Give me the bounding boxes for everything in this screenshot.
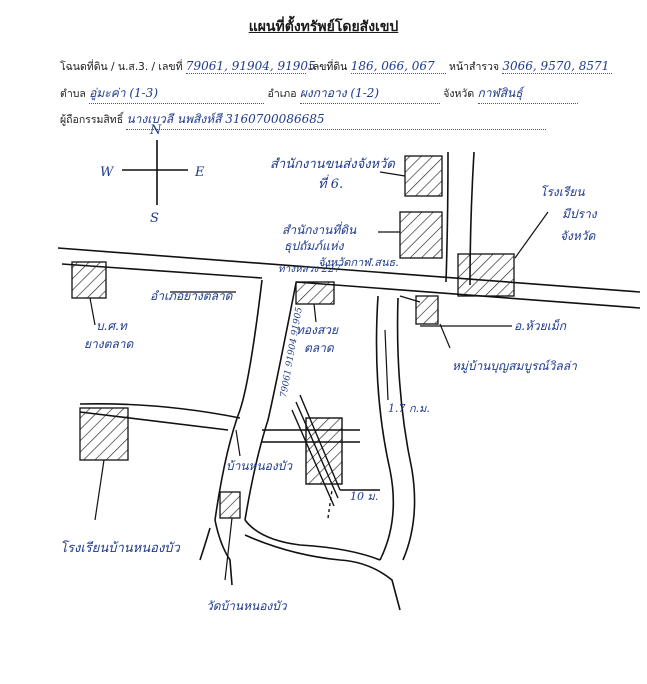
- district-value: ผงกาอาง (1-2): [299, 84, 440, 104]
- survey-value: 3066, 9570, 8571: [502, 59, 613, 74]
- owner-label: ผู้ถือกรรมสิทธิ์: [60, 114, 124, 126]
- deed-label: โฉนดที่ดิน / น.ส.3. / เลขที่: [60, 61, 183, 73]
- district-label: อำเภอ: [267, 88, 297, 100]
- parcel-village-right: [415, 295, 439, 325]
- label-temple: วัดบ้านหนองบัว: [206, 599, 288, 613]
- subdistrict-value: อู่มะค่า (1-3): [89, 84, 265, 104]
- compass-south: S: [150, 211, 159, 226]
- label-village-right: อ.ห้วยเม็ก: [514, 318, 567, 333]
- label-plot-dim: 10 ม.: [350, 490, 378, 503]
- label-school-right-3: จังหวัด: [560, 229, 597, 243]
- compass-west: W: [100, 165, 115, 180]
- deed-value: 79061, 91904, 91905: [185, 59, 316, 74]
- land-no-value: 186, 066, 067: [350, 59, 446, 74]
- compass-east: E: [194, 165, 205, 180]
- deed-row: โฉนดที่ดิน / น.ส.3. / เลขที่ 79061, 9190…: [60, 58, 613, 75]
- label-land-office-1: สำนักงานที่ดิน: [282, 221, 357, 237]
- label-transport-office-no: ที่ 6.: [318, 174, 343, 192]
- document-title: แผนที่ตั้งทรัพย์โดยสังเขป: [248, 19, 399, 35]
- parcel-transport-office: [404, 155, 443, 197]
- land-no-label: เลขที่ดิน: [309, 61, 348, 73]
- label-road-left: อำเภอยางตลาด: [150, 289, 234, 303]
- parcel-school-right: [457, 253, 515, 297]
- label-school-right-2: มีปราง: [562, 207, 598, 221]
- label-village-right-2: หมู่บ้านบุญสมบูรณ์วิลล่า: [452, 359, 578, 374]
- label-land-office-2: ธุปถัมภ์แห่ง: [284, 239, 345, 254]
- subdistrict-label: ตำบล: [60, 88, 86, 100]
- parcel-left-office: [71, 261, 107, 299]
- parcel-land-office: [399, 211, 443, 259]
- owner-row: ผู้ถือกรรมสิทธิ์ นางเบวลี นพสิงห์สี 3160…: [60, 110, 547, 130]
- label-land-office-3: จังหวัดกาฬ.สนธ.: [318, 256, 399, 269]
- label-center-office-1: ทองสวย: [296, 323, 339, 337]
- label-road-distance: 1.7 ก.ม.: [388, 402, 430, 415]
- label-transport-office: สำนักงานขนส่งจังหวัด: [270, 157, 395, 172]
- label-left-office-1: บ.ศ.ท: [96, 319, 128, 333]
- parcel-school-bottom: [79, 407, 129, 461]
- label-main-road: ทางหลวง 227: [278, 264, 341, 275]
- south-roads: [199, 519, 401, 611]
- owner-value: นางเบวลี นพสิงห์สี 3160700086685: [126, 110, 547, 130]
- subject-plot: [262, 394, 380, 519]
- parcel-temple: [219, 491, 241, 519]
- province-label: จังหวัด: [443, 88, 475, 100]
- compass-rose: [122, 140, 188, 205]
- leader-arrows: [89, 171, 549, 581]
- label-village-center: บ้านหนองบัว: [226, 459, 293, 473]
- label-school-right-1: โรงเรียน: [540, 185, 585, 199]
- label-left-office-2: ยางตลาด: [84, 337, 135, 351]
- compass-north: N: [149, 123, 162, 138]
- parcel-center-office: [295, 281, 335, 305]
- province-value: กาฬสินธุ์: [477, 84, 578, 104]
- central-road: [214, 279, 297, 521]
- label-center-office-2: ตลาด: [304, 341, 335, 355]
- survey-label: หน้าสำรวจ: [449, 61, 500, 73]
- east-road: [375, 295, 416, 561]
- location-row: ตำบล อู่มะค่า (1-3) อำเภอ ผงกาอาง (1-2) …: [60, 84, 578, 104]
- label-school-bottom: โรงเรียนบ้านหนองบัว: [60, 540, 181, 556]
